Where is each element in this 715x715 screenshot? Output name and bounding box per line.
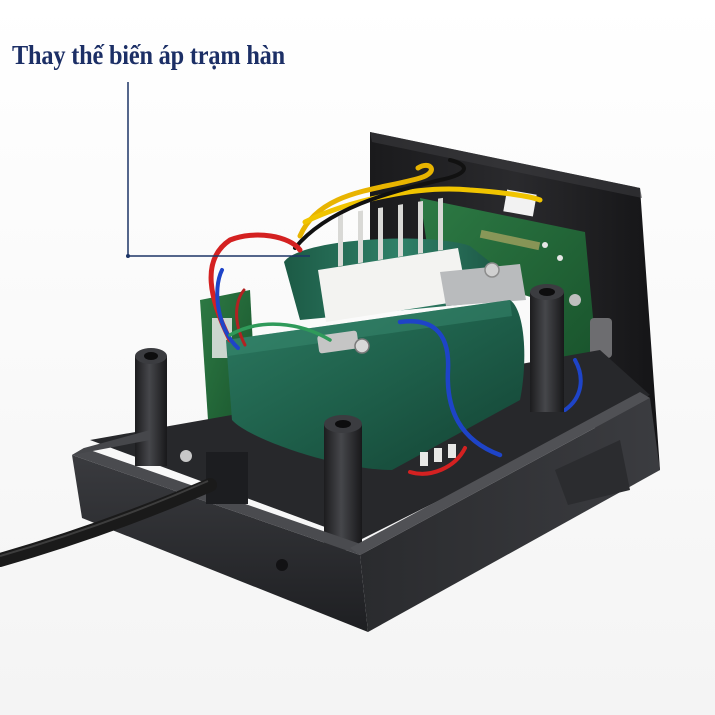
wires <box>208 158 583 476</box>
leader-line-dot <box>126 254 130 258</box>
power-cord-highlight <box>0 480 209 557</box>
transformer <box>226 197 526 470</box>
mounting-posts <box>135 284 564 550</box>
caption-label: Thay thế biến áp trạm hàn <box>12 40 285 70</box>
transformer-core <box>318 197 526 322</box>
case-housing <box>72 392 660 632</box>
power-cord <box>0 478 217 567</box>
transformer-base <box>420 444 456 466</box>
